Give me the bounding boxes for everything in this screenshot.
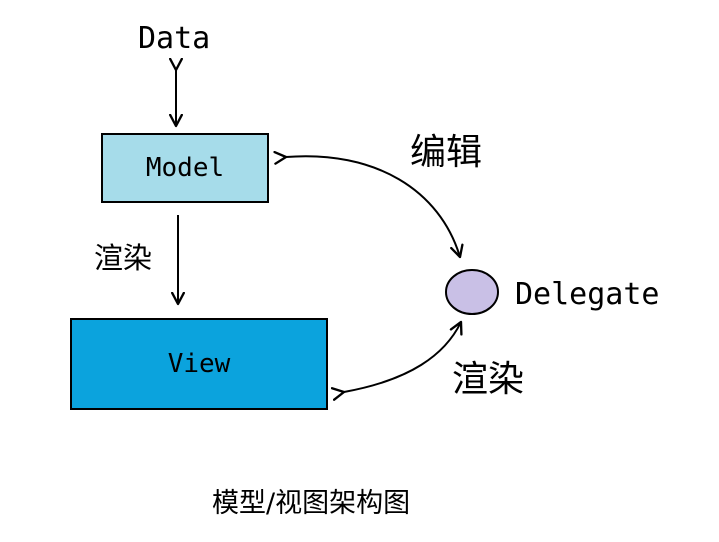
model-label: Model: [145, 153, 225, 183]
delegate-node: [445, 269, 499, 315]
diagram-caption: 模型/视图架构图: [212, 488, 411, 519]
render-label-left: 渲染: [94, 241, 153, 275]
data-label: Data: [138, 21, 211, 56]
model-box: Model: [101, 133, 269, 203]
view-label: View: [167, 349, 231, 379]
render-label-right: 渲染: [452, 359, 525, 400]
view-box: View: [70, 318, 328, 410]
edit-label: 编辑: [410, 132, 483, 173]
delegate-label: Delegate: [515, 277, 660, 312]
model-delegate-curved-double-arrow: [273, 150, 464, 259]
view-delegate-curved-double-arrow: [330, 320, 463, 401]
